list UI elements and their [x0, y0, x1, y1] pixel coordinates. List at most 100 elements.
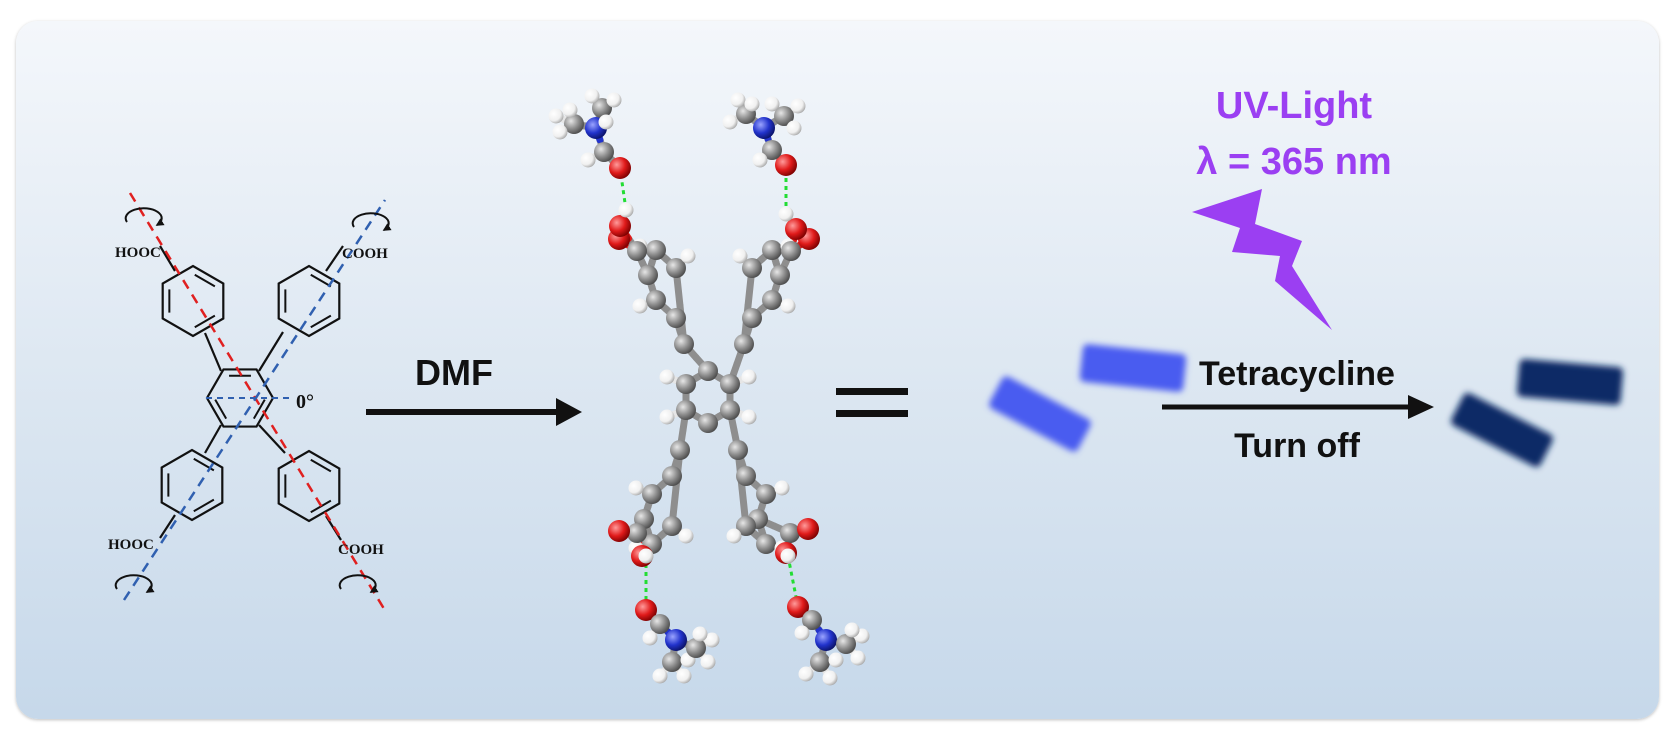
- carbon-atom: [836, 634, 856, 654]
- carbon-atom: [698, 413, 718, 433]
- hydrogen-atom: [752, 152, 768, 168]
- hydrogen-atom: [774, 480, 790, 496]
- hydrogen-atom: [744, 96, 760, 112]
- carbon-atom: [650, 614, 670, 634]
- hydrogen-atom: [548, 108, 564, 124]
- hydrogen-atom: [730, 92, 746, 108]
- carbon-atom: [698, 361, 718, 381]
- oxygen-atom: [609, 157, 631, 179]
- hooc-label-top-left: HOOC: [115, 245, 161, 261]
- carbon-atom: [770, 265, 790, 285]
- carbon-atom: [676, 374, 696, 394]
- hydrogen-atom: [659, 409, 675, 425]
- hydrogen-atom: [680, 248, 696, 264]
- dihedral-angle-label: 0°: [296, 391, 314, 413]
- phenyl-ring-bottom-left: [160, 448, 224, 522]
- hydrogen-atom: [678, 528, 694, 544]
- hydrogen-atom: [794, 625, 810, 641]
- carbon-atom: [720, 400, 740, 420]
- nitrogen-atom: [753, 117, 775, 139]
- uv-light-label: UV-Light: [1216, 85, 1373, 127]
- hydrogen-atom: [780, 548, 796, 564]
- phenyl-ring-top-left: [161, 264, 225, 338]
- carbon-atom: [742, 258, 762, 278]
- carbon-atom: [662, 516, 682, 536]
- cooh-label-top-right: COOH: [342, 246, 388, 262]
- carbon-atom: [564, 114, 584, 134]
- carbon-atom: [638, 265, 658, 285]
- tetrakis-carboxyphenyl-benzene-structure: [114, 192, 392, 613]
- fluorescent-crystals: [989, 344, 1187, 452]
- hydrogen-atom: [632, 298, 648, 314]
- hydrogen-atom: [822, 670, 838, 686]
- carbon-atom: [781, 241, 801, 261]
- hydrogen-atom: [628, 480, 644, 496]
- hydrogen-atom: [638, 548, 654, 564]
- oxygen-atom: [787, 596, 809, 618]
- carbon-atom: [728, 440, 748, 460]
- phenyl-ring-bottom-right: [277, 449, 341, 523]
- hydrogen-atom: [828, 652, 844, 668]
- hydrogen-atom: [722, 114, 738, 130]
- nitrogen-atom: [665, 629, 687, 651]
- nitrogen-atom: [815, 629, 837, 651]
- carbon-atom: [666, 258, 686, 278]
- carbon-atom: [686, 638, 706, 658]
- hydrogen-atom: [580, 152, 596, 168]
- hydrogen-atom: [741, 369, 757, 385]
- oxygen-atom: [797, 518, 819, 540]
- hydrogen-atom: [552, 124, 568, 140]
- hydrogen-atom: [659, 369, 675, 385]
- rotation-arrow-bottom-left-icon: [114, 574, 155, 593]
- uv-lightning-icon: [1192, 189, 1332, 330]
- hydrogen-atom: [598, 114, 614, 130]
- carbon-atom: [627, 523, 647, 543]
- carbon-atom: [756, 534, 776, 554]
- rotation-axis-blue: [122, 199, 387, 601]
- response-label: Turn off: [1234, 427, 1361, 465]
- carbon-atom: [666, 308, 686, 328]
- carbon-atom: [780, 523, 800, 543]
- carbon-atom: [642, 484, 662, 504]
- carbon-atom: [802, 610, 822, 630]
- hydrogen-atom: [726, 528, 742, 544]
- carbon-atom: [594, 142, 614, 162]
- carbon-atom: [674, 334, 694, 354]
- carbon-atom: [742, 308, 762, 328]
- rotation-arrow-top-right-icon: [351, 212, 392, 231]
- hydrogen-atom: [692, 626, 708, 642]
- hydrogen-atom: [790, 98, 806, 114]
- rotation-arrow-top-left-icon: [124, 207, 165, 226]
- equals-sign: [836, 388, 908, 417]
- oxygen-atom: [609, 215, 631, 237]
- hooc-label-bottom-left: HOOC: [108, 537, 154, 553]
- carbon-atom: [646, 290, 666, 310]
- hydrogen-atom: [741, 409, 757, 425]
- wavelength-label: λ = 365 nm: [1196, 141, 1391, 183]
- carbon-atom: [762, 240, 782, 260]
- ball-and-stick-atoms: [548, 88, 870, 686]
- carbon-atom: [662, 652, 682, 672]
- hydrogen-atom: [732, 248, 748, 264]
- carbon-atom: [646, 240, 666, 260]
- oxygen-atom: [785, 218, 807, 240]
- carbon-atom: [736, 466, 756, 486]
- carbon-atom: [756, 484, 776, 504]
- hydrogen-atom: [798, 666, 814, 682]
- hydrogen-atom: [562, 102, 578, 118]
- ball-and-stick-bonds: [552, 92, 866, 682]
- hydrogen-atom: [704, 632, 720, 648]
- hydrogen-atom: [844, 622, 860, 638]
- carbon-atom: [662, 466, 682, 486]
- hydrogen-atom: [584, 88, 600, 104]
- rotation-arrow-bottom-right-icon: [338, 574, 379, 593]
- phenyl-ring-top-right: [277, 264, 341, 338]
- oxygen-atom: [608, 520, 630, 542]
- carbon-atom: [734, 334, 754, 354]
- sensing-arrow-head: [1408, 395, 1434, 419]
- hydrogen-atom: [676, 668, 692, 684]
- cooh-label-bottom-right: COOH: [338, 542, 384, 558]
- carbon-atom: [762, 290, 782, 310]
- carbon-atom: [670, 440, 690, 460]
